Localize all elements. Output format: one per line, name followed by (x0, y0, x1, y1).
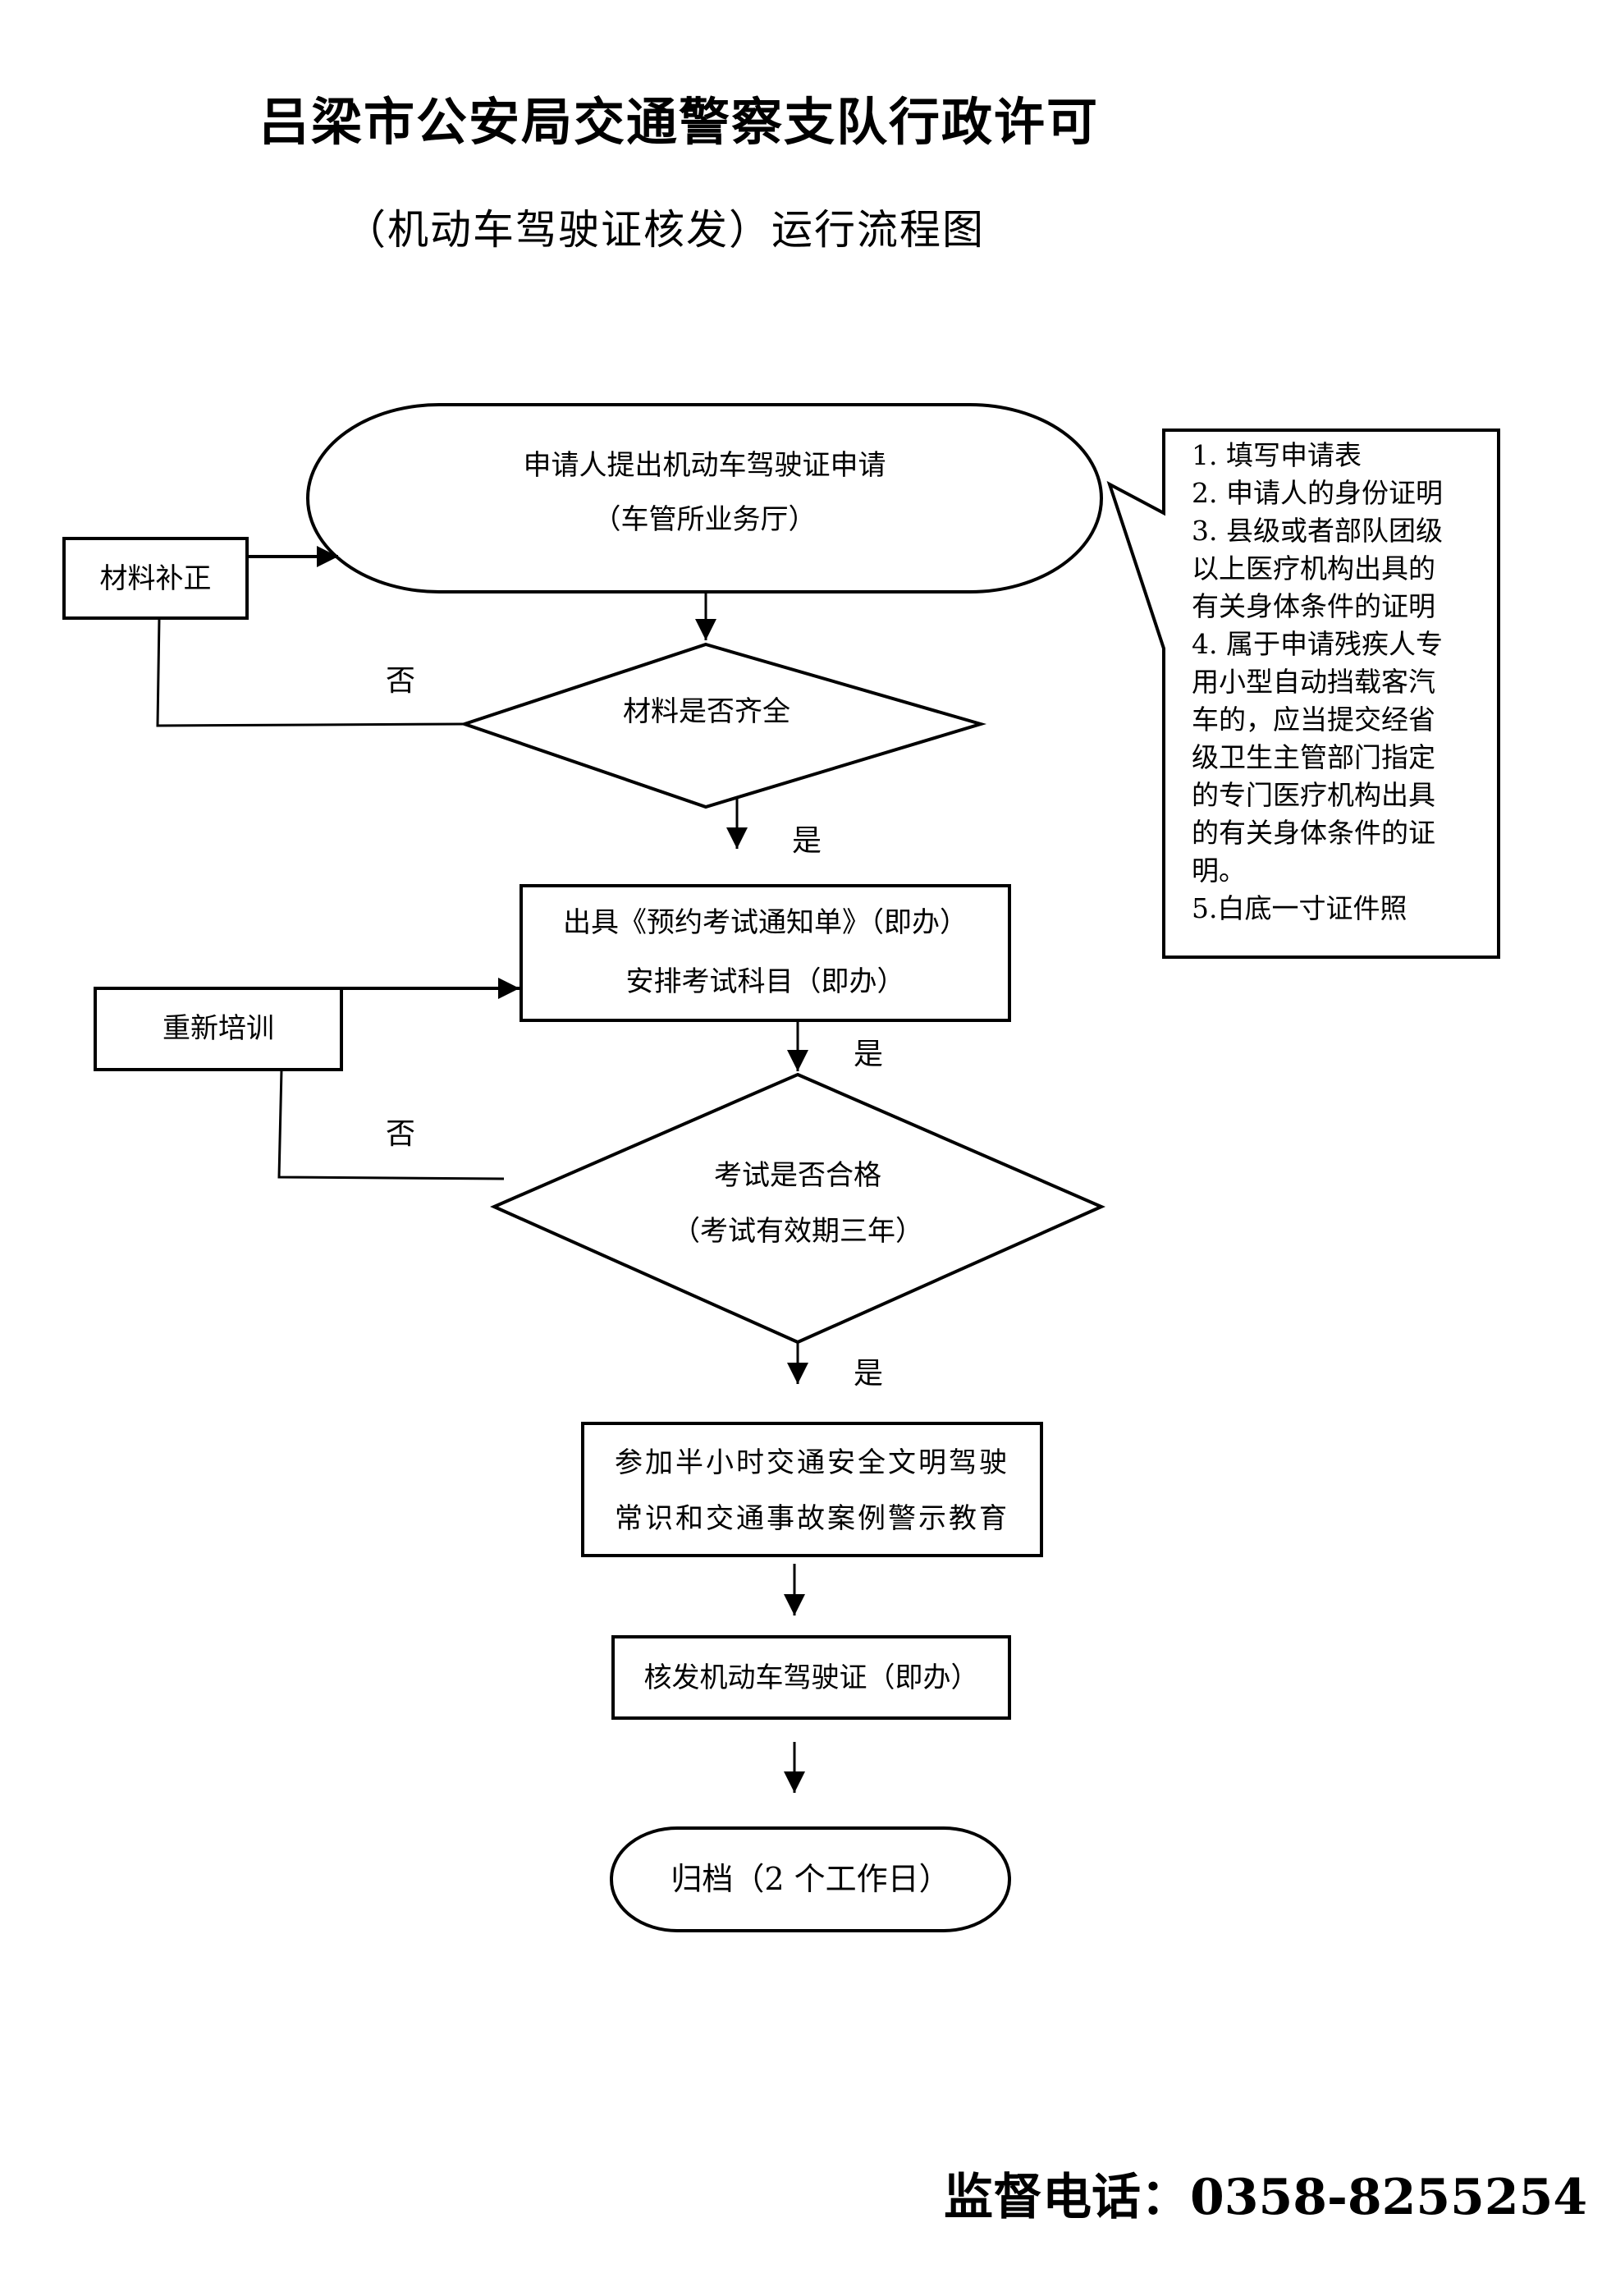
start-label-line1: 申请人提出机动车驾驶证申请 (523, 449, 886, 482)
yes-label-issue: 是 (854, 1038, 884, 1071)
yes-label-exam: 是 (854, 1357, 884, 1391)
exam-label-line2: （考试有效期三年） (672, 1215, 923, 1248)
decision-materials-diamond (459, 642, 987, 809)
license-box (611, 1635, 1011, 1720)
callout-line: 的有关身体条件的证 (1192, 817, 1435, 849)
supervision-phone: 监督电话：0358-8255254 (944, 2157, 1587, 2229)
exam-label: 考试是否合格 （考试有效期三年） (494, 1148, 1101, 1259)
line-no-to-supplement (156, 617, 465, 727)
callout-line: 车的，应当提交经省 (1192, 703, 1435, 736)
callout-line: 有关身体条件的证明 (1192, 590, 1435, 622)
end-terminator (610, 1826, 1011, 1932)
requirements-callout: 1. 填写申请表 2. 申请人的身份证明 3. 县级或者部队团级 以上医疗机构出… (1192, 437, 1487, 928)
callout-box (1106, 428, 1500, 959)
issue-label: 出具《预约考试通知单》（即办） 安排考试科目（即办） (521, 893, 1009, 1011)
supplement-label: 材料补正 (99, 562, 212, 595)
supervision-phone-number: 0358-8255254 (1190, 2169, 1588, 2226)
callout-line: 用小型自动挡载客汽 (1192, 666, 1435, 698)
yes-label-materials: 是 (792, 824, 822, 858)
exam-label-line1: 考试是否合格 (714, 1159, 881, 1192)
retrain-label: 重新培训 (162, 1012, 274, 1045)
no-label-materials: 否 (386, 664, 416, 698)
education-label-line2: 常识和交通事故案例警示教育 (615, 1502, 1009, 1535)
education-box (581, 1422, 1043, 1557)
callout-line: 5.白底一寸证件照 (1192, 892, 1407, 924)
callout-line: 以上医疗机构出具的 (1192, 552, 1435, 584)
decision-materials-label: 材料是否齐全 (623, 695, 790, 728)
no-label-exam: 否 (386, 1117, 416, 1151)
line-no-to-retrain (277, 1069, 505, 1180)
issue-label-line1: 出具《预约考试通知单》（即办） (563, 906, 968, 939)
callout-line: 3. 县级或者部队团级 (1192, 515, 1443, 547)
callout-line: 2. 申请人的身份证明 (1192, 477, 1443, 509)
supplement-box (62, 537, 249, 620)
issue-notice-box (520, 884, 1011, 1022)
callout-line: 级卫生主管部门指定 (1192, 741, 1435, 773)
callout-line: 的专门医疗机构出具 (1192, 779, 1435, 811)
document-title: 吕梁市公安局交通警察支队行政许可 (259, 92, 1100, 152)
end-label: 归档（2 个工作日） (671, 1861, 950, 1897)
start-label-line2: （车管所业务厅） (593, 503, 817, 536)
education-label: 参加半小时交通安全文明驾驶 常识和交通事故案例警示教育 (583, 1435, 1041, 1547)
callout-line: 4. 属于申请残疾人专 (1192, 628, 1443, 660)
start-label: 申请人提出机动车驾驶证申请 （车管所业务厅） (308, 438, 1101, 547)
issue-label-line2: 安排考试科目（即办） (625, 965, 905, 998)
callout-line: 明。 (1192, 855, 1246, 887)
retrain-box (94, 987, 343, 1071)
callout-line: 1. 填写申请表 (1192, 439, 1362, 471)
education-label-line1: 参加半小时交通安全文明驾驶 (615, 1446, 1009, 1479)
document-subtitle: （机动车驾驶证核发）运行流程图 (345, 206, 985, 254)
supervision-phone-label: 监督电话： (944, 2169, 1190, 2226)
license-label: 核发机动车驾驶证（即办） (643, 1661, 979, 1694)
